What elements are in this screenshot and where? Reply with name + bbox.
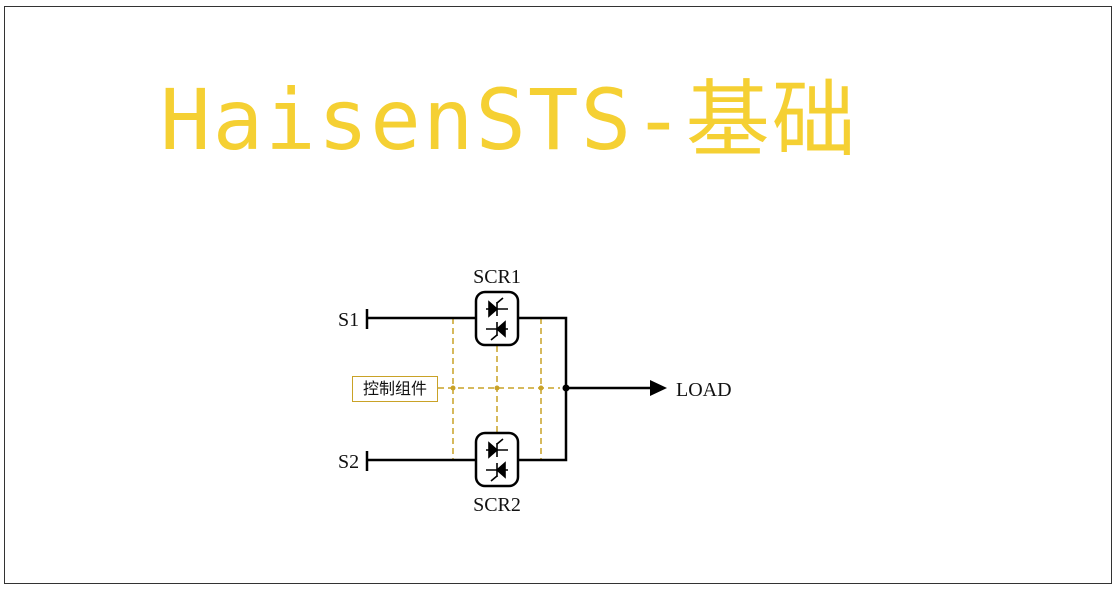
scr2-block (474, 431, 520, 488)
scr1-label: SCR1 (473, 266, 521, 288)
output-junction-dot (562, 384, 570, 392)
load-label: LOAD (676, 379, 732, 401)
scr2-output-wire (518, 388, 568, 462)
control-component-label: 控制组件 (362, 379, 427, 398)
s2-label: S2 (338, 451, 359, 473)
scr2-thyristor-icon (486, 438, 508, 482)
scr1-thyristor-icon (486, 297, 508, 341)
slide-title: HaisenSTS-基础 (160, 71, 858, 169)
scr1-box (474, 290, 520, 347)
slide-frame (4, 6, 1112, 584)
control-component-box: 控制组件 (352, 376, 438, 402)
scr2-label: SCR2 (473, 494, 521, 516)
s2-path (365, 388, 568, 471)
control-junction-dots (450, 385, 544, 391)
s1-path (365, 309, 568, 388)
control-dot-middle (494, 385, 500, 391)
scr2-box (474, 431, 520, 488)
load-arrow-icon (650, 380, 667, 396)
s1-label: S1 (338, 309, 359, 331)
control-dot-left (450, 385, 456, 391)
scr1-output-wire (518, 316, 568, 388)
scr1-block (474, 290, 520, 347)
control-dot-right (538, 385, 544, 391)
